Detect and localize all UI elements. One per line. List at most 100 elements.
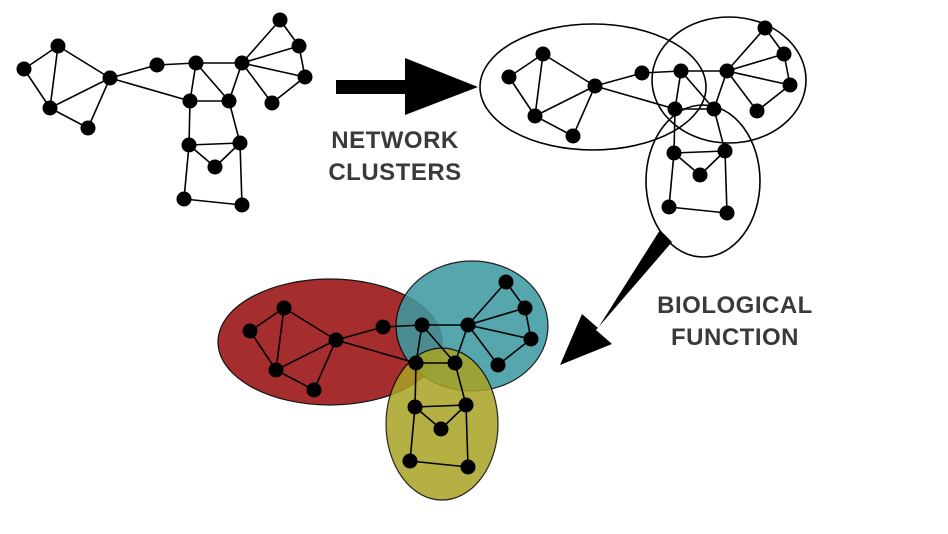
network-node [706,101,722,117]
network-edge [188,142,241,146]
network-edge [594,72,643,87]
network-edge [335,339,417,364]
label-line: BIOLOGICAL [657,292,813,319]
network-node [276,300,292,316]
network-node [460,459,476,475]
network-node [661,199,677,215]
network-edge [275,307,285,371]
network-node [407,399,423,415]
network-node [527,108,543,124]
network-edge [313,339,337,391]
network-edge [409,460,469,468]
network-edge [49,77,111,109]
network-node [207,159,223,175]
network-edge [49,45,59,109]
network-edge [195,62,230,102]
network-node [717,143,733,159]
network-edge [508,76,536,117]
network-node [408,355,424,371]
network-node [490,357,506,373]
network-node [517,300,533,316]
network-node [42,100,58,116]
cluster-outline-left [479,23,707,151]
network-edge [726,53,785,72]
network-node [587,78,603,94]
network-node [565,128,581,144]
network-edge [249,330,277,371]
network-edge [275,339,337,371]
network-edge [335,326,384,341]
network-edge [726,70,758,112]
network-edge [241,45,300,64]
network-edge [465,404,469,468]
network-edge [534,53,544,117]
network-edge [241,62,306,78]
network-edge [239,142,243,206]
network-node [375,319,391,335]
cluster-outline-right [651,16,807,144]
network-node [149,57,165,73]
network-node [402,453,418,469]
network-edge [414,404,467,408]
network-node [176,191,192,207]
network-edge [467,281,507,326]
network-node [447,355,463,371]
network-edge [87,77,111,129]
network-edge [534,85,596,117]
network-edge [726,27,766,72]
network-edge [23,68,51,109]
network-edge [283,307,337,341]
network-node [181,137,197,153]
network-node [102,70,118,86]
network-node [460,317,476,333]
network-edge [241,62,273,104]
network-node [719,63,735,79]
network-node [234,197,250,213]
network-node [182,93,198,109]
network-edge [467,324,499,366]
network-node [523,331,539,347]
network-edge [594,85,676,110]
network-node [634,65,650,81]
network-clusters-label: NETWORK CLUSTERS [300,125,490,189]
network-node [719,205,735,221]
network-edge [421,324,456,364]
label-line: FUNCTION [671,324,799,351]
network-edge [572,85,596,137]
network-node [80,120,96,136]
network-edge [673,150,726,154]
network-edge [724,150,728,214]
network-node [234,55,250,71]
network-edge [183,144,190,200]
network-node [501,69,517,85]
network-node [666,145,682,161]
network-graph-functions [242,274,539,475]
network-edge [241,19,281,64]
arrow-right-icon [336,58,478,115]
network-node [782,77,798,93]
network-node [776,46,792,62]
network-node [306,382,322,398]
network-node [673,63,689,79]
network-node [535,46,551,62]
network-edge [409,406,416,462]
network-edge [57,45,111,79]
network-node [264,95,280,111]
network-node [757,20,773,36]
network-node [232,135,248,151]
network-node [272,12,288,28]
network-node [498,274,514,290]
network-graph-clusters [501,20,798,221]
network-edge [109,77,191,102]
network-node [297,69,313,85]
network-node [291,38,307,54]
network-node [50,38,66,54]
network-node [414,317,430,333]
network-edge [668,206,728,214]
network-edge [726,70,791,86]
arrow-down-left-icon [560,230,672,365]
biological-function-label: BIOLOGICAL FUNCTION [640,290,830,354]
cluster-outline-bottom [645,104,761,258]
network-node [221,93,237,109]
